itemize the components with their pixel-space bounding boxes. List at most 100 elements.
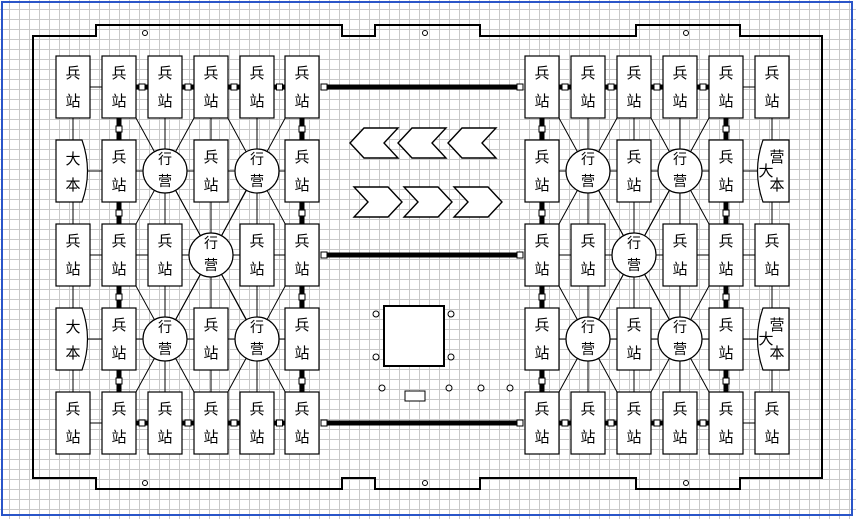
- chevron-left-icon: [397, 127, 448, 159]
- station-box-border: [754, 55, 790, 119]
- station-box-border: [101, 223, 137, 287]
- station-box-border: [662, 55, 698, 119]
- field-hq-label-top: 行: [581, 152, 595, 168]
- station-label-bottom: 站: [294, 428, 309, 446]
- edge-marker-dot: [683, 30, 689, 36]
- station-label-bottom: 站: [534, 92, 549, 110]
- station-label-bottom: 站: [65, 428, 80, 446]
- field-hq: 行营: [234, 148, 280, 194]
- station-box-border: [754, 223, 790, 287]
- station-box: 兵站: [524, 391, 560, 455]
- station-label-bottom: 站: [626, 428, 641, 446]
- field-hq-label-top: 行: [204, 236, 218, 252]
- field-hq: 行营: [565, 148, 611, 194]
- edge-marker-dot: [142, 30, 148, 36]
- rail-tie: [115, 209, 123, 217]
- station-label-top: 兵: [718, 316, 733, 334]
- station-box-border: [708, 391, 744, 455]
- station-box-border: [570, 223, 606, 287]
- station-label-top: 兵: [764, 64, 779, 82]
- station-label-top: 兵: [580, 64, 595, 82]
- station-label-bottom: 站: [534, 344, 549, 362]
- station-label-bottom: 站: [580, 260, 595, 278]
- station-label-bottom: 站: [203, 344, 218, 362]
- station-box: 兵站: [147, 223, 183, 287]
- station-label-bottom: 站: [764, 92, 779, 110]
- station-box: 兵站: [616, 55, 652, 119]
- station-label-top: 兵: [111, 148, 126, 166]
- station-box-border: [524, 55, 560, 119]
- station-box: 兵站: [662, 55, 698, 119]
- field-hq: 行营: [142, 316, 188, 362]
- main-camp-label-top: 营: [769, 148, 784, 166]
- rail-tie: [699, 419, 707, 427]
- station-box: 兵站: [101, 307, 137, 371]
- station-label-top: 兵: [626, 148, 641, 166]
- station-label-top: 兵: [111, 64, 126, 82]
- rail-tie: [298, 377, 306, 385]
- station-box-border: [524, 307, 560, 371]
- station-label-bottom: 站: [294, 92, 309, 110]
- field-hq: 行营: [188, 232, 234, 278]
- station-label-top: 兵: [294, 64, 309, 82]
- station-box: 兵站: [193, 139, 229, 203]
- station-box-border: [284, 391, 320, 455]
- station-label-bottom: 站: [157, 92, 172, 110]
- station-label-top: 兵: [294, 400, 309, 418]
- station-box: 兵站: [616, 139, 652, 203]
- station-box-border: [101, 391, 137, 455]
- station-label-bottom: 站: [672, 92, 687, 110]
- station-box-border: [524, 139, 560, 203]
- station-box: 兵站: [524, 55, 560, 119]
- station-box: 兵站: [570, 223, 606, 287]
- station-box-border: [55, 223, 91, 287]
- station-label-top: 兵: [534, 316, 549, 334]
- main-camp-label-top: 大: [65, 150, 80, 168]
- rail-tie: [538, 293, 546, 301]
- station-label-bottom: 站: [764, 260, 779, 278]
- marker-dot: [378, 384, 386, 392]
- station-box: 兵站: [284, 307, 320, 371]
- station-box: 兵站: [284, 55, 320, 119]
- board-border: [32, 24, 823, 490]
- field-hq-label-top: 行: [158, 320, 172, 336]
- station-label-top: 兵: [249, 400, 264, 418]
- rail-tie: [607, 419, 615, 427]
- rail-tie: [653, 83, 661, 91]
- station-label-top: 兵: [534, 400, 549, 418]
- station-box: 兵站: [662, 223, 698, 287]
- station-label-top: 兵: [672, 400, 687, 418]
- station-box: 兵站: [662, 391, 698, 455]
- field-hq-label-bottom: 营: [581, 342, 595, 358]
- field-hq-label-bottom: 营: [250, 174, 264, 190]
- station-label-top: 兵: [764, 400, 779, 418]
- rail-tie: [298, 209, 306, 217]
- field-hq-border: [234, 148, 280, 194]
- station-label-bottom: 站: [764, 428, 779, 446]
- chevron-right-icon: [452, 186, 503, 218]
- board-positions: 兵站兵站兵站兵站兵站兵站兵站兵站兵站兵站兵站兵站大本兵站行营兵站行营兵站兵站行营…: [55, 55, 790, 455]
- station-label-bottom: 站: [672, 428, 687, 446]
- rail-tie: [320, 251, 328, 259]
- main-camp: 营大本: [756, 307, 790, 371]
- station-box-border: [754, 391, 790, 455]
- station-label-bottom: 站: [294, 344, 309, 362]
- main-camp: 大本: [55, 307, 89, 371]
- station-label-top: 兵: [157, 64, 172, 82]
- station-box-border: [239, 55, 275, 119]
- station-box-border: [193, 307, 229, 371]
- station-box-border: [193, 55, 229, 119]
- rail-tie: [516, 419, 524, 427]
- station-label-top: 兵: [626, 64, 641, 82]
- station-label-top: 兵: [249, 64, 264, 82]
- station-box: 兵站: [284, 139, 320, 203]
- station-box: 兵站: [193, 307, 229, 371]
- station-label-bottom: 站: [65, 260, 80, 278]
- edge-marker-dot: [683, 480, 689, 486]
- rail-tie: [538, 209, 546, 217]
- main-camp: 营大本: [756, 139, 790, 203]
- rail-tie: [320, 419, 328, 427]
- marker-dot: [506, 384, 514, 392]
- station-box: 兵站: [239, 55, 275, 119]
- station-box-border: [193, 391, 229, 455]
